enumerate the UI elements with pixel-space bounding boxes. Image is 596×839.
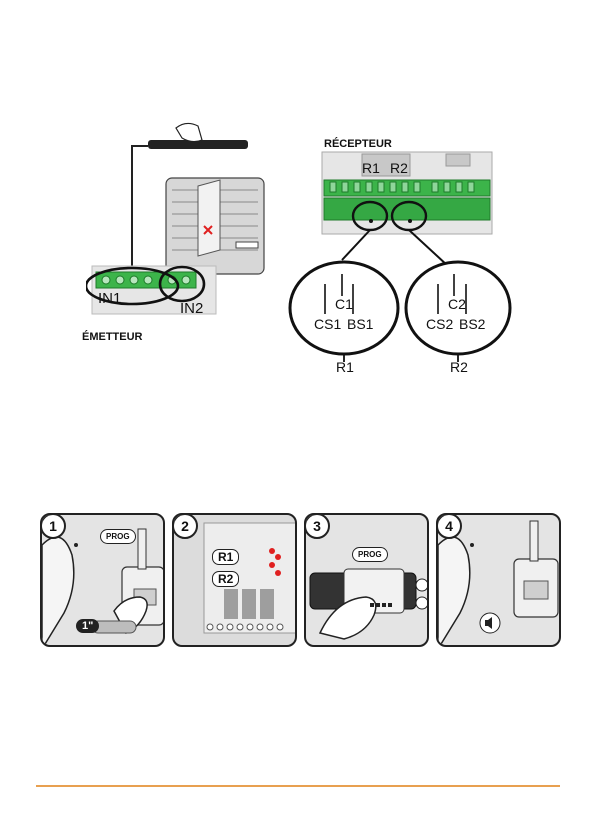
emitter-label: ÉMETTEUR [82, 331, 143, 343]
step-3-panel: 3 PROG [304, 513, 429, 647]
step-2-number: 2 [172, 513, 198, 539]
step-4-number: 4 [436, 513, 462, 539]
programming-steps: 1 PROG 1" 2 R1 R2 3 PROG [40, 513, 560, 649]
r2-bottom-label: R2 [450, 359, 468, 375]
r1-top-label: R1 [362, 160, 380, 176]
step-4-panel: 4 [436, 513, 561, 647]
footer-divider [36, 785, 560, 787]
wiring-diagram-svg [86, 118, 516, 376]
bs1-label: BS1 [347, 316, 373, 332]
press-duration-badge: 1" [76, 619, 99, 633]
step-3-prog-bubble: PROG [352, 547, 388, 562]
hand-icon [176, 123, 202, 141]
step-1-prog-bubble: PROG [100, 529, 136, 544]
sensor-unit [236, 242, 258, 248]
step-2-panel: 2 R1 R2 [172, 513, 297, 647]
cable-line [132, 146, 148, 278]
step-1-number: 1 [40, 513, 66, 539]
step-1-panel: 1 PROG 1" [40, 513, 165, 647]
face-silhouette [438, 537, 470, 647]
cs2-label: CS2 [426, 316, 453, 332]
in2-label: IN2 [180, 300, 203, 317]
receiver-label: RÉCEPTEUR [324, 138, 392, 150]
face-silhouette [42, 537, 74, 647]
in1-label: IN1 [98, 290, 121, 307]
wiring-diagram: IN1 IN2 ÉMETTEUR RÉCEPTEUR R1 R2 C1 CS1 … [86, 118, 516, 376]
step-2-r2-tag: R2 [212, 571, 239, 587]
bs2-label: BS2 [459, 316, 485, 332]
c2-label: C2 [448, 296, 466, 312]
r2-top-label: R2 [390, 160, 408, 176]
step-2-r1-tag: R1 [212, 549, 239, 565]
r1-bottom-label: R1 [336, 359, 354, 375]
cs1-label: CS1 [314, 316, 341, 332]
c1-label: C1 [335, 296, 353, 312]
door-leaf [198, 180, 220, 256]
step-3-number: 3 [304, 513, 330, 539]
